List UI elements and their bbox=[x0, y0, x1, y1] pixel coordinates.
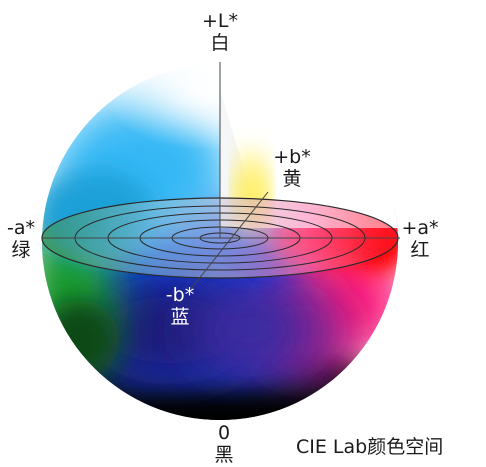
axis-label-plus-a: +a* 红 bbox=[401, 217, 439, 261]
axis-label-plus-b: +b* 黄 bbox=[273, 146, 311, 190]
axis-label-minus-a: -a* 绿 bbox=[7, 217, 35, 261]
axis-label-minus-b: -b* 蓝 bbox=[165, 284, 195, 328]
axes bbox=[42, 62, 400, 291]
axis-label-zero: 0 黑 bbox=[214, 422, 234, 466]
b-axis-line bbox=[189, 191, 269, 291]
diagram-caption: CIE Lab颜色空间 bbox=[296, 436, 444, 458]
axis-label-plus-L: +L* 白 bbox=[201, 10, 238, 54]
